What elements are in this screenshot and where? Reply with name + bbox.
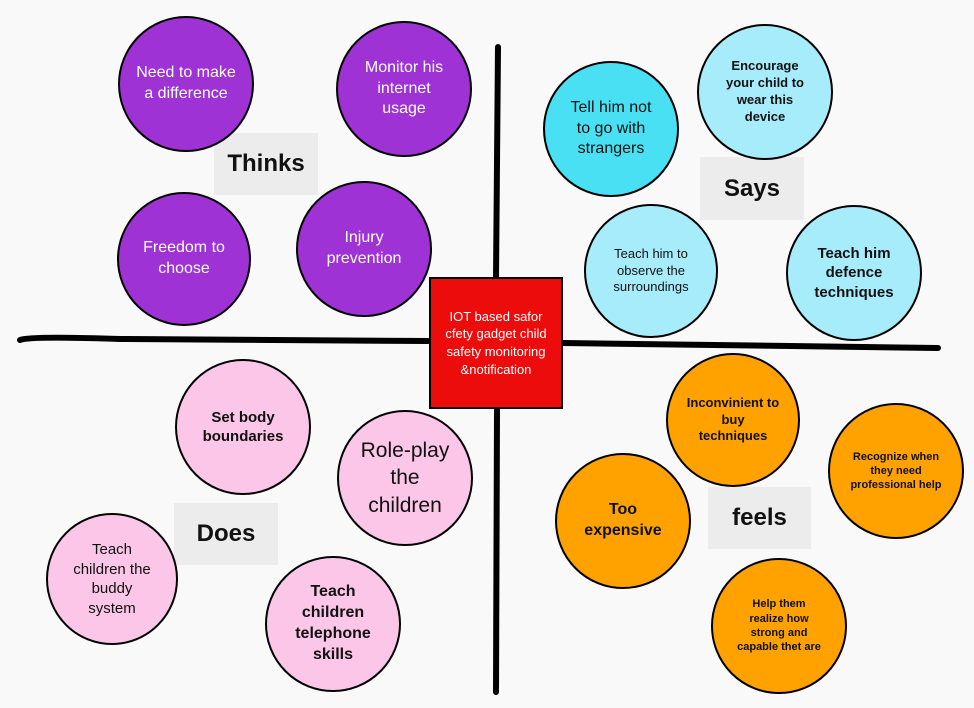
thinks-note-freedom[interactable]: Freedom to choose [117,192,251,326]
vertical-axis-line [493,44,501,695]
thinks-note-difference[interactable]: Need to make a difference [118,16,254,152]
does-label: Does [174,503,278,565]
feels-note-professional[interactable]: Recognize when they need professional he… [828,403,964,539]
does-note-buddy[interactable]: Teach children the buddy system [46,513,178,645]
center-topic[interactable]: IOT based safor cfety gadget child safet… [429,277,563,409]
feels-label: feels [708,487,811,549]
says-note-defence[interactable]: Teach him defence techniques [786,205,922,341]
does-note-boundaries[interactable]: Set body boundaries [175,359,311,495]
feels-note-realize[interactable]: Help them realize how strong and capable… [711,558,847,694]
does-note-roleplay[interactable]: Role-play the children [337,410,473,546]
says-label: Says [700,157,804,220]
says-note-observe[interactable]: Teach him to observe the surroundings [584,204,718,338]
thinks-note-internet[interactable]: Monitor his internet usage [336,21,472,157]
does-note-telephone[interactable]: Teach children telephone skills [265,556,401,692]
horizontal-axis-line-right [560,340,941,351]
feels-note-inconvinient[interactable]: Inconvinient to buy techniques [666,353,800,487]
thinks-note-injury[interactable]: Injury prevention [296,181,432,317]
says-note-strangers[interactable]: Tell him not to go with strangers [543,61,679,197]
horizontal-axis-line-left [17,334,431,344]
feels-note-expensive[interactable]: Too expensive [555,453,691,589]
thinks-label: Thinks [214,133,318,195]
says-note-encourage[interactable]: Encourage your child to wear this device [697,24,833,160]
